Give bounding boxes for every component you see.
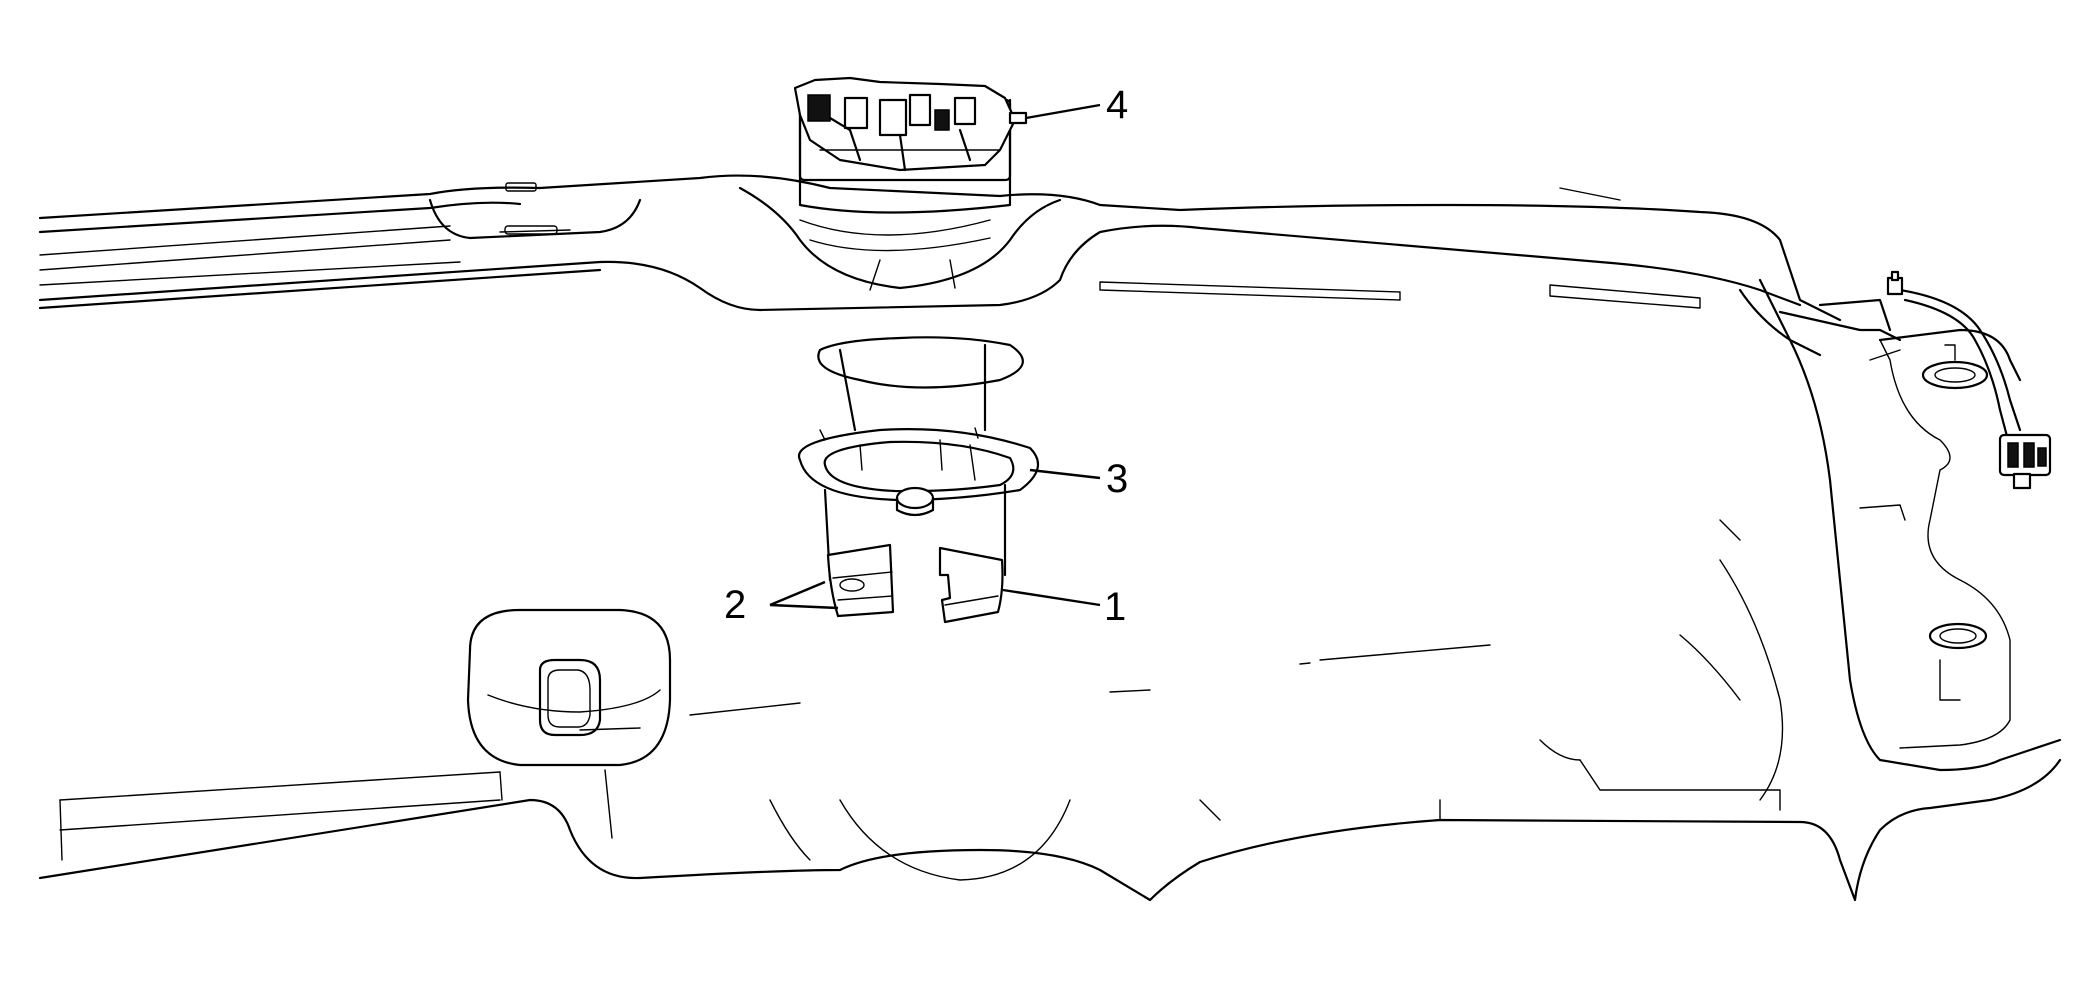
leader-2a [769,580,826,607]
callout-1: 1 [1104,585,1126,629]
airbag-door [466,608,672,767]
callout-4: 4 [1106,83,1128,127]
callout-2: 2 [724,583,746,627]
leader-3 [1029,468,1101,480]
callout-leaders [769,103,1101,610]
leader-1 [1002,588,1101,607]
wiring-connector [1998,433,2052,490]
trim-ring [797,427,1040,582]
leader-2b [769,603,839,610]
callout-labels: 4 3 2 1 [724,83,1128,629]
steering-column-module [793,76,1028,214]
leader-4 [1025,103,1101,120]
callout-3: 3 [1106,457,1128,501]
column-sleeve [817,336,1024,432]
retaining-clips [826,543,1004,624]
instrument-panel [38,174,2062,902]
